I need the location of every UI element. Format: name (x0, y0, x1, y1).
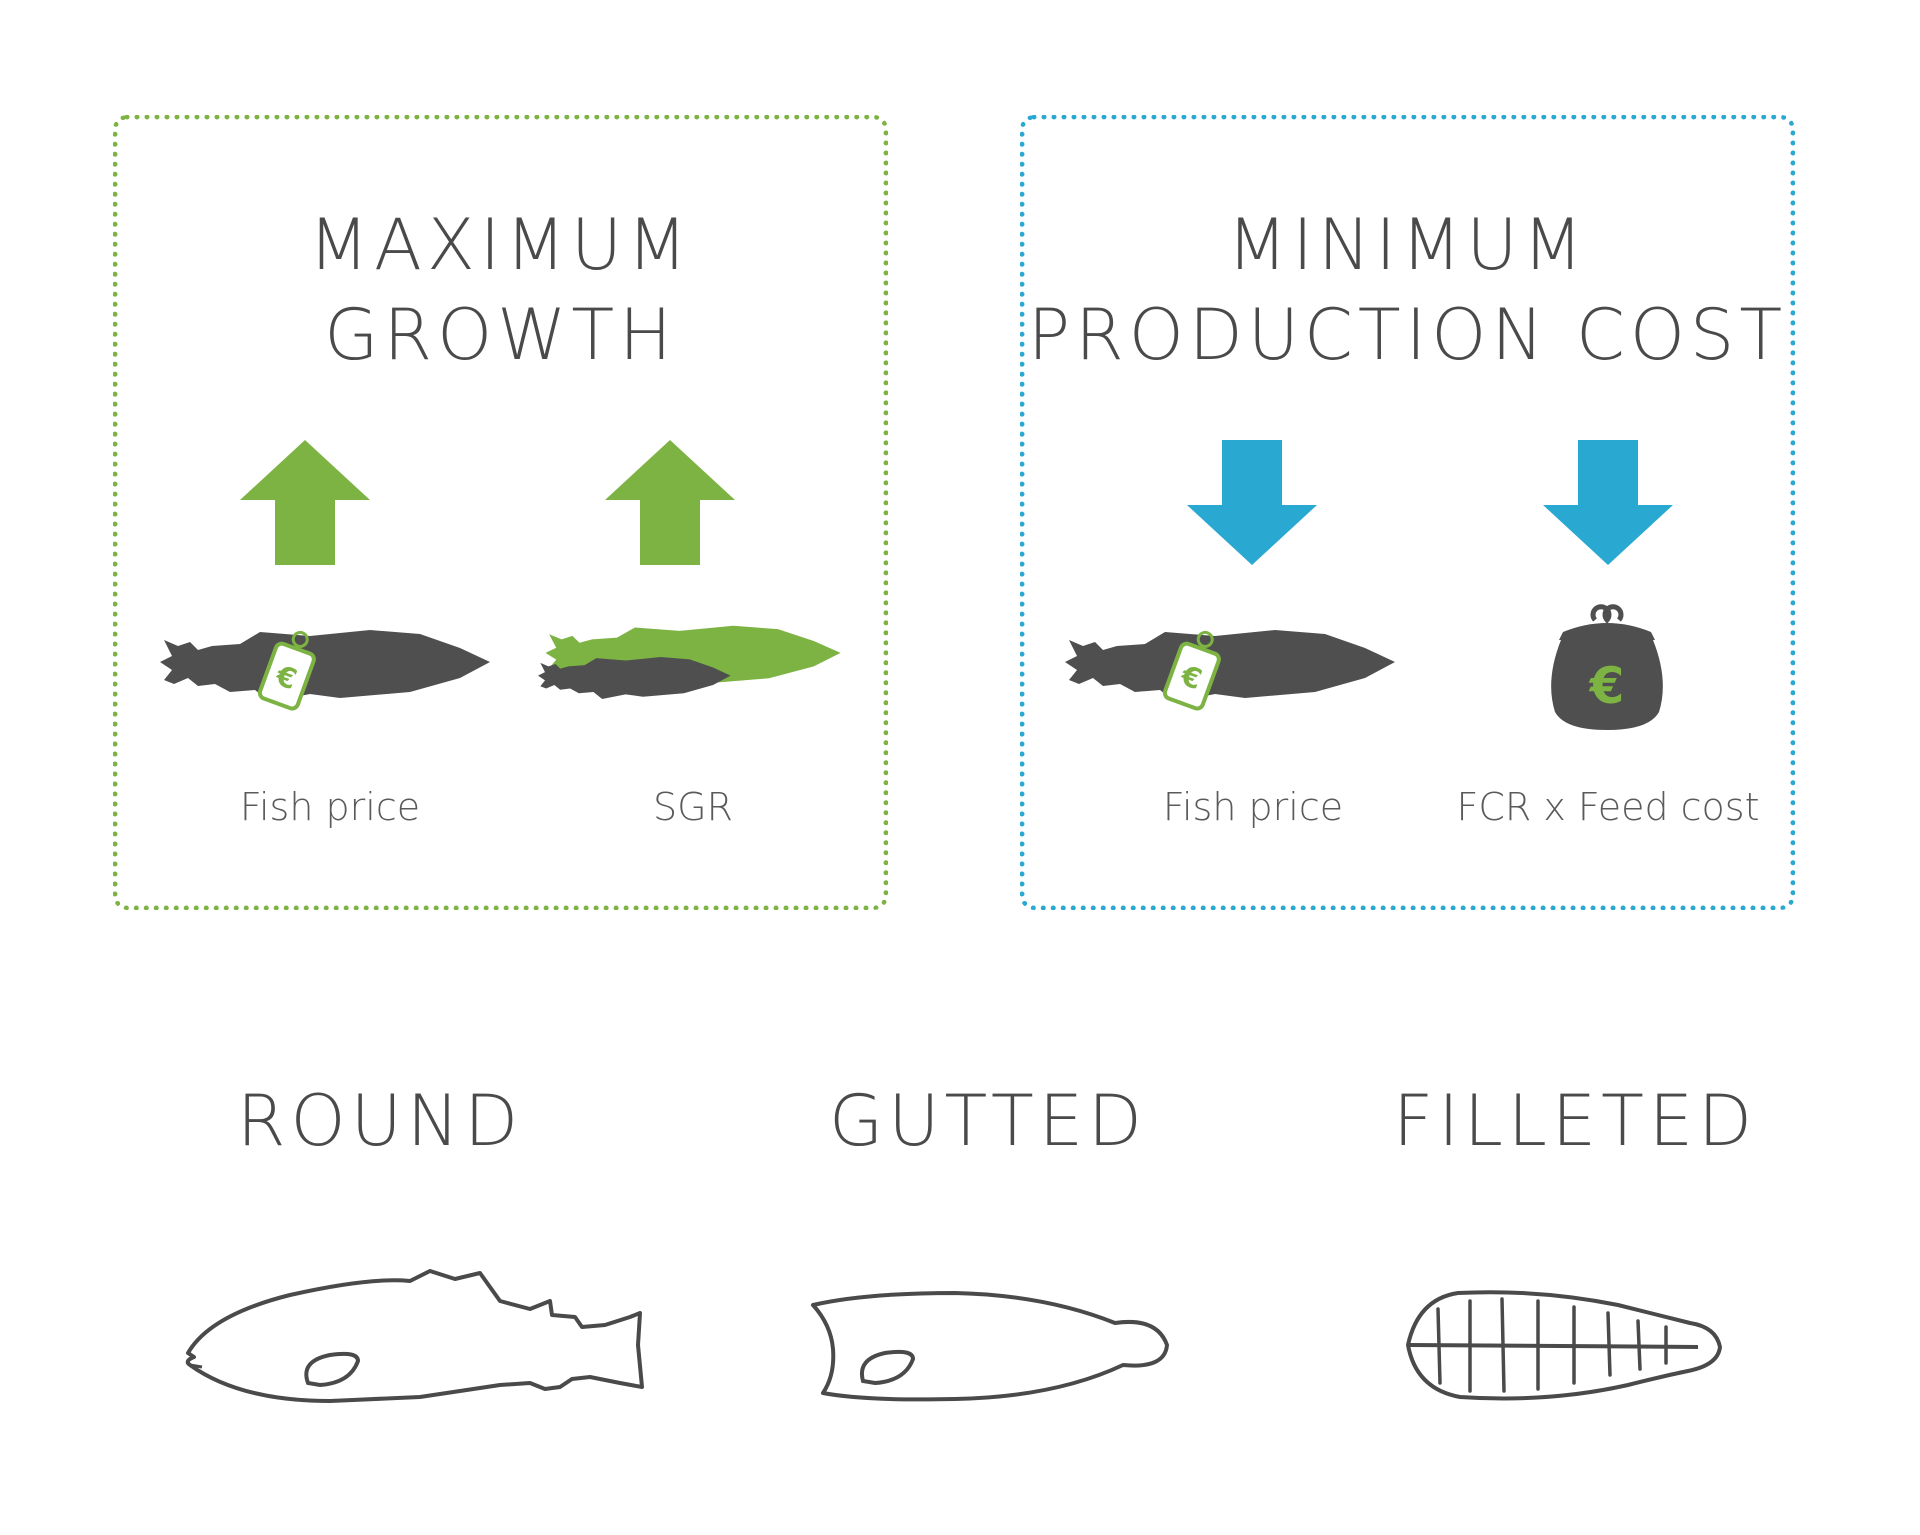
minimum-production-cost-panel: MINIMUM PRODUCTION COST € € Fish price F… (1020, 115, 1795, 910)
panel-title-line2: PRODUCTION COST (1027, 294, 1788, 376)
panel-title-line2: GROWTH (324, 294, 677, 376)
up-arrow-icon (605, 440, 735, 565)
panel-title-line1: MAXIMUM (308, 204, 693, 286)
filleted-label: FILLETED (1392, 1080, 1758, 1162)
panel-title-line1: MINIMUM (1226, 204, 1589, 286)
fish-price-caption: Fish price (239, 785, 421, 829)
fish-price-caption: Fish price (1162, 785, 1344, 829)
down-arrow-icon (1187, 440, 1317, 565)
down-arrow-icon (1543, 440, 1673, 565)
up-arrow-icon (240, 440, 370, 565)
fish-price-tag-icon: € (160, 630, 490, 711)
panel-title: MAXIMUM GROWTH (118, 200, 883, 380)
gutted-fish-outline-icon (811, 1291, 1169, 1402)
maximum-growth-panel: MAXIMUM GROWTH € Fish price SGR (113, 115, 888, 910)
round-fish-outline-icon (185, 1269, 644, 1403)
round-label: ROUND (236, 1080, 524, 1162)
gutted-label: GUTTED (829, 1080, 1147, 1162)
coin-purse-euro-icon: € (1551, 604, 1663, 730)
panel-title: MINIMUM PRODUCTION COST (1025, 200, 1790, 380)
svg-text:€: € (1589, 657, 1625, 715)
fcr-feed-cost-caption: FCR x Feed cost (1456, 785, 1760, 829)
fish-price-tag-icon: € (1065, 630, 1395, 711)
growing-fish-icon (538, 625, 841, 700)
sgr-caption: SGR (653, 785, 733, 829)
filleted-fish-outline-icon (1406, 1290, 1722, 1401)
